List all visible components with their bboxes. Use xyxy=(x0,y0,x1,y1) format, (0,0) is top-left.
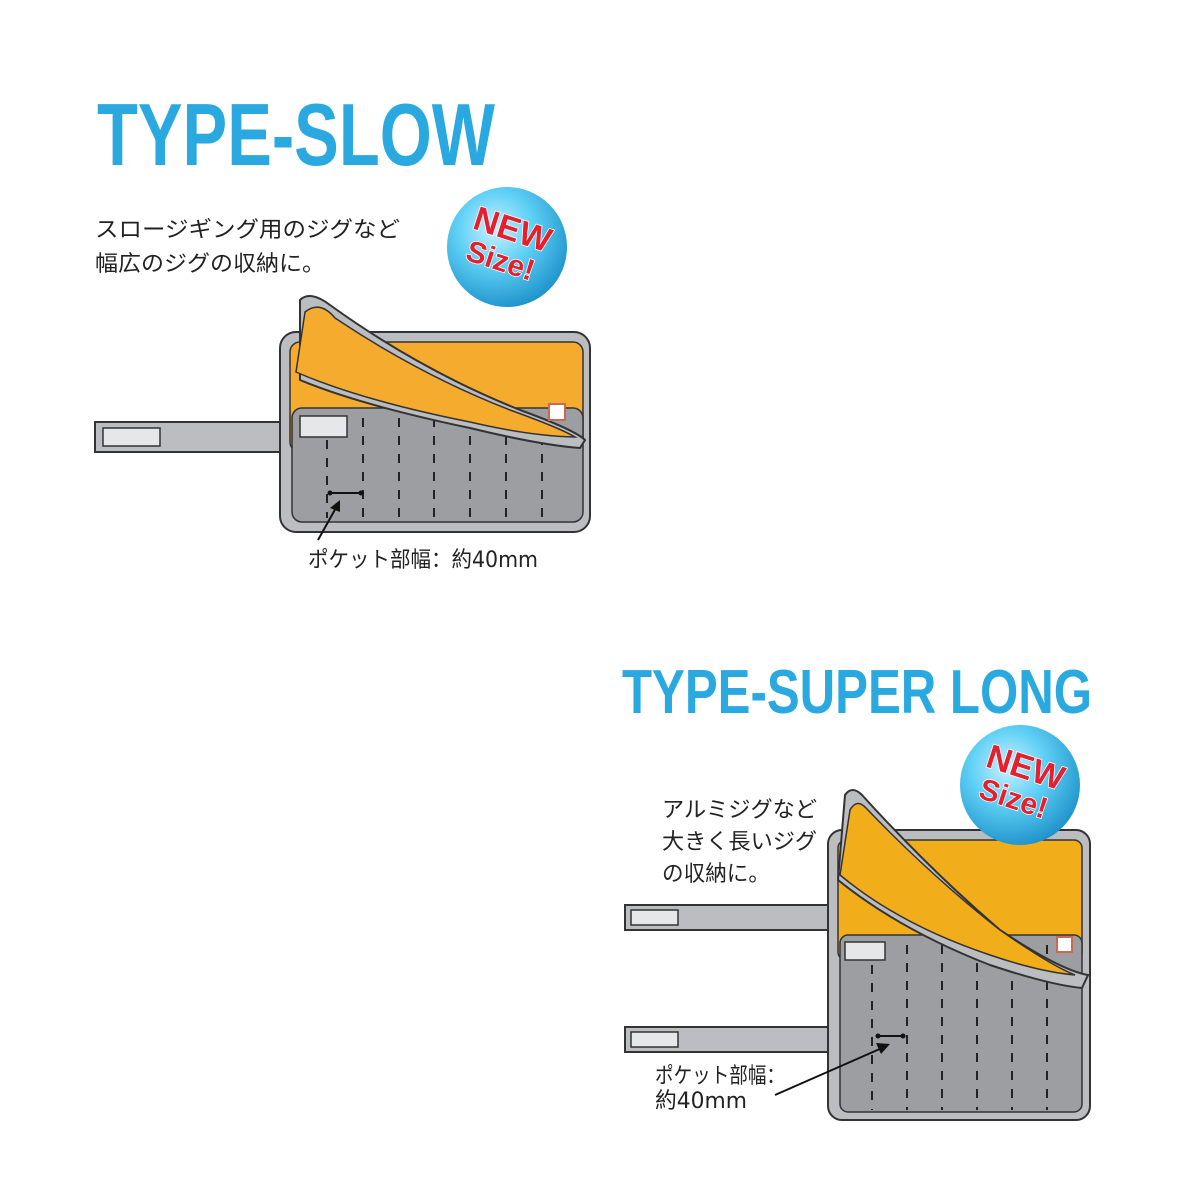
pocket-width-label-line-1: ポケット部幅： xyxy=(655,1064,785,1089)
type-super-long-description-line-3: の収納に。 xyxy=(662,862,770,887)
type-slow-description-line-1: スロージギング用のジグなど xyxy=(95,218,400,243)
badge-circle xyxy=(447,187,567,307)
badge-circle xyxy=(960,725,1080,845)
pointer-arrow xyxy=(317,505,338,541)
folded-flap-edge xyxy=(836,789,1090,990)
new-size-badge: NEW Size! xyxy=(960,725,1080,845)
strap xyxy=(94,421,291,453)
folded-flap xyxy=(839,802,1076,976)
new-size-badge: NEW Size! xyxy=(447,187,567,307)
type-super-long-section: TYPE-SUPER LONG アルミジグなど 大きく長いジグ の収納に。 xyxy=(622,658,1092,1121)
brand-logo-icon xyxy=(548,403,566,421)
strap-lower xyxy=(624,1026,836,1053)
roll-case-slow xyxy=(94,295,591,541)
type-super-long-title: TYPE-SUPER LONG xyxy=(622,658,1092,727)
roll-case-super-long xyxy=(624,789,1091,1121)
brand-logo-icon xyxy=(1056,936,1073,953)
type-slow-title: TYPE-SLOW xyxy=(97,85,495,184)
pointer-arrow xyxy=(774,1047,883,1096)
strap-tag xyxy=(102,427,161,447)
pocket-seams xyxy=(326,418,543,518)
pocket-width-label: ポケット部幅：約40mm xyxy=(308,548,538,573)
pocket-seams xyxy=(871,945,1048,1110)
pocket-tag xyxy=(844,941,886,961)
pocket-tag xyxy=(299,415,348,438)
pocket-width-label-line-2: 約40mm xyxy=(655,1089,747,1114)
folded-flap xyxy=(295,306,578,438)
strap-tag xyxy=(630,909,679,926)
type-slow-description-line-2: 幅広のジグの収納に。 xyxy=(95,252,325,277)
folded-flap-edge xyxy=(299,295,587,450)
type-super-long-description-line-2: 大きく長いジグ xyxy=(662,830,817,855)
strap-tag xyxy=(630,1031,679,1048)
type-slow-section: TYPE-SLOW スロージギング用のジグなど 幅広のジグの収納に。 NEW S… xyxy=(94,85,591,573)
type-super-long-description-line-1: アルミジグなど xyxy=(662,798,817,823)
